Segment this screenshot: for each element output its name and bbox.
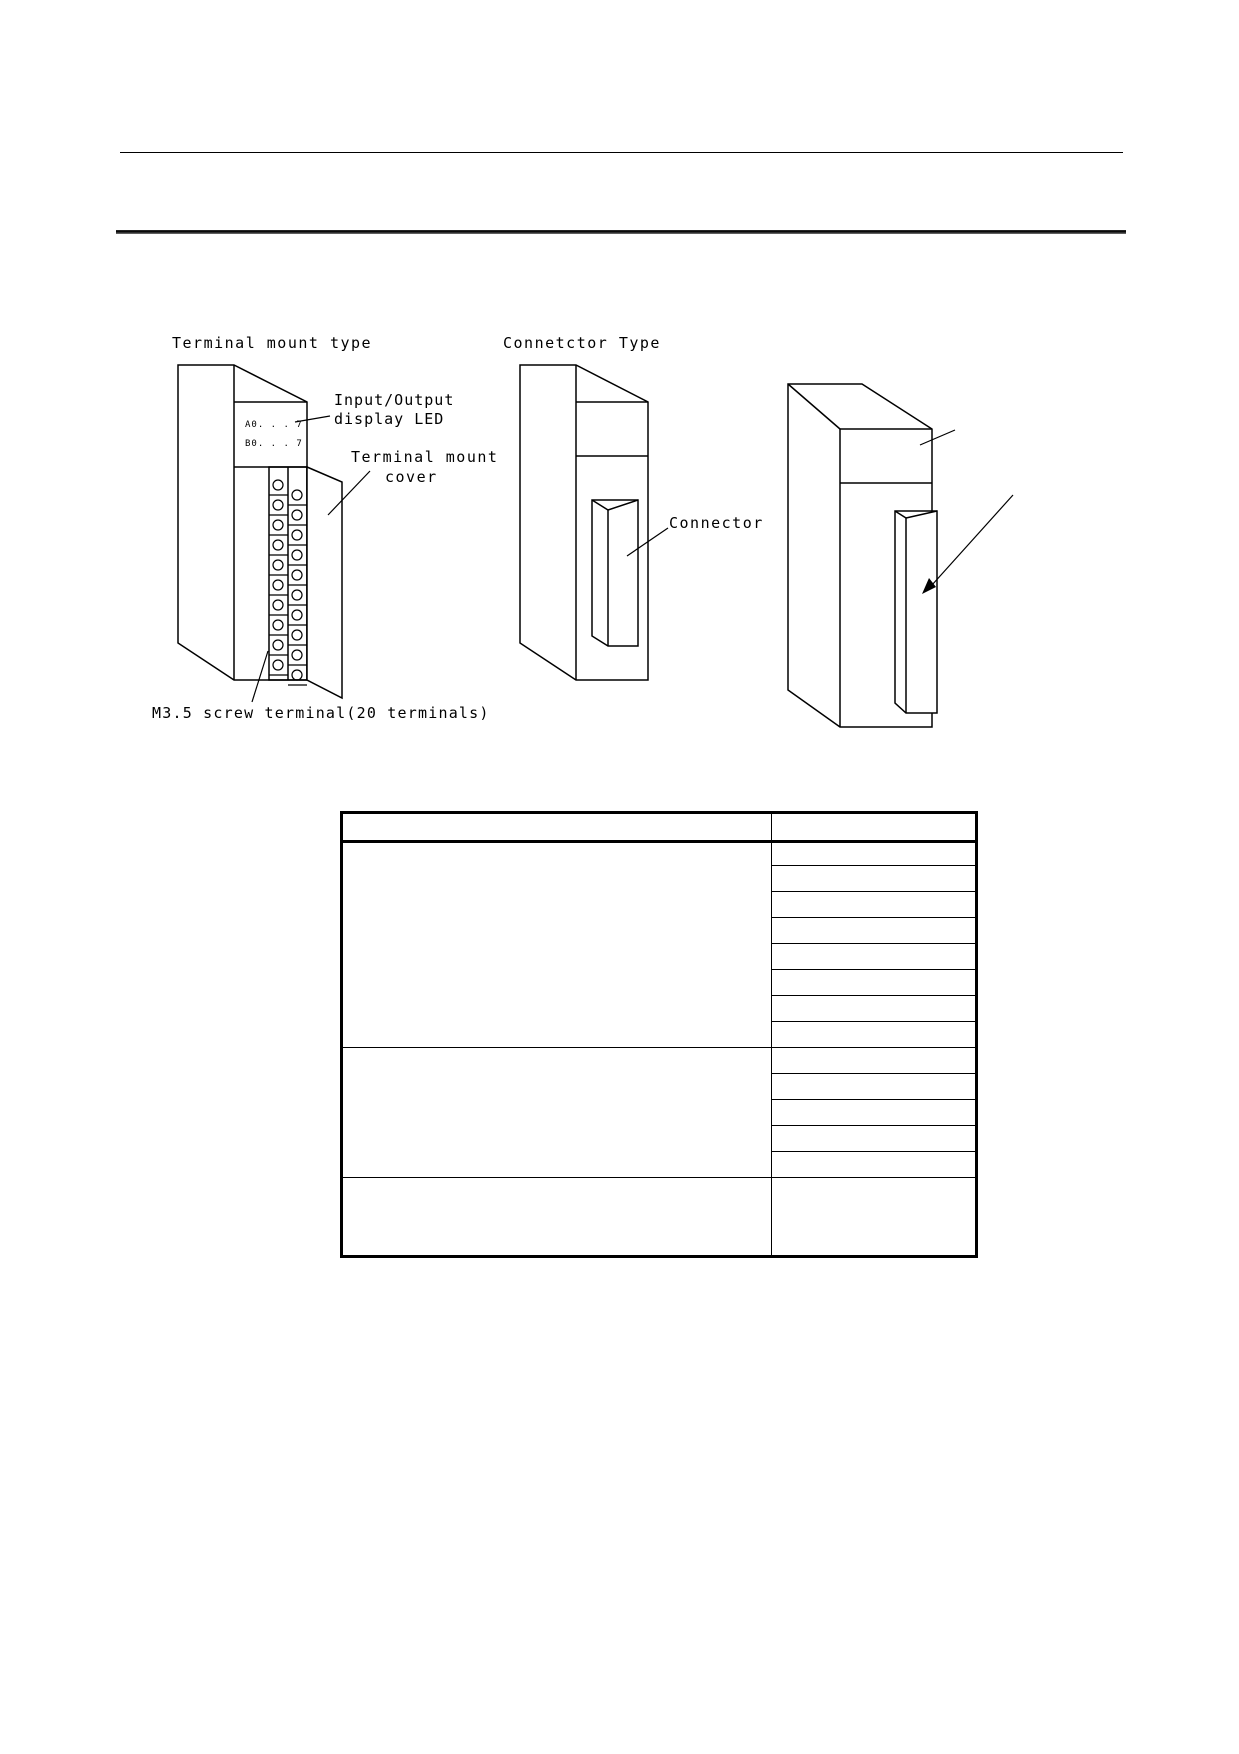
screw-terminal (272, 659, 284, 671)
connector-label: Connector (669, 514, 764, 532)
table-row-line (771, 1073, 975, 1074)
table-row-line (771, 1099, 975, 1100)
led-label-line1: Input/Output (334, 391, 454, 409)
table-row-line (771, 1021, 975, 1022)
header-rule-top (120, 152, 1123, 153)
screw-terminal (272, 499, 284, 511)
spec-table (340, 811, 978, 1258)
screw-terminal (272, 559, 284, 571)
screw-terminal (272, 639, 284, 651)
screw-terminal (291, 509, 303, 521)
io-module-figure: Terminal mount type Connetctor Type A0. … (152, 334, 1014, 728)
screw-terminal (272, 619, 284, 631)
table-row-line (771, 995, 975, 996)
table-column-divider (771, 814, 772, 1255)
table-group-line (343, 1177, 975, 1178)
table-row-line (771, 865, 975, 866)
screw-terminal (272, 579, 284, 591)
screw-terminal (291, 549, 303, 561)
screw-terminal (291, 529, 303, 541)
screw-terminal (272, 539, 284, 551)
screw-terminal-label: M3.5 screw terminal(20 terminals) (152, 704, 490, 722)
led-label-line2: display LED (334, 410, 444, 428)
screw-terminal (291, 609, 303, 621)
screw-terminal (272, 599, 284, 611)
table-group-line (343, 1047, 975, 1048)
connector-module-drawing (519, 364, 649, 681)
leader-lines (251, 415, 1014, 703)
terminal-module-drawing (177, 364, 343, 700)
screw-terminal (272, 519, 284, 531)
screw-terminal (291, 629, 303, 641)
screw-terminal (291, 669, 303, 681)
screw-terminal (291, 649, 303, 661)
led-row-b: B0. . . 7 (245, 439, 303, 449)
table-row-line (771, 891, 975, 892)
screw-terminal (272, 479, 284, 491)
screw-terminal (291, 489, 303, 501)
table-row-line (771, 917, 975, 918)
led-row-a: A0. . . 7 (245, 420, 303, 430)
module-perspective-drawing (787, 383, 938, 728)
screw-terminal (291, 589, 303, 601)
table-header-line (343, 840, 975, 843)
table-row-line (771, 969, 975, 970)
table-row-line (771, 943, 975, 944)
screw-terminal (291, 569, 303, 581)
cover-label-line1: Terminal mount (351, 448, 498, 466)
table-row-line (771, 1125, 975, 1126)
arrow-head (922, 578, 936, 594)
screw-terminals (269, 479, 307, 686)
connector-type-title: Connetctor Type (503, 334, 661, 352)
cover-label-line2: cover (385, 468, 438, 486)
terminal-type-title: Terminal mount type (172, 334, 372, 352)
table-row-line (771, 1151, 975, 1152)
header-rule-bottom (116, 230, 1126, 234)
